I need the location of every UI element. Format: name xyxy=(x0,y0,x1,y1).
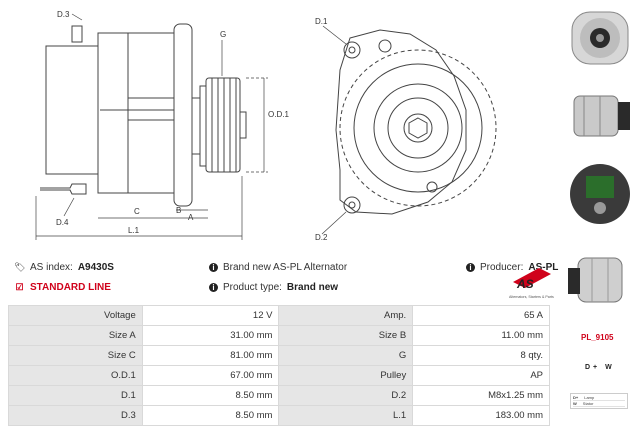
product-photo-front[interactable] xyxy=(564,8,636,68)
terminal-labels: D+ W xyxy=(585,364,615,371)
label-c: C xyxy=(134,207,140,216)
producer-label: Producer: xyxy=(480,262,524,273)
spec-value: AP xyxy=(412,365,550,386)
rear-cover xyxy=(45,45,99,175)
product-type: i Product type: Brand new xyxy=(209,282,338,293)
front-bracket xyxy=(173,23,193,207)
as-index: 🏷 AS index: A9430S xyxy=(14,262,114,273)
product-type-label: Product type: xyxy=(223,282,282,293)
label-d4: D.4 xyxy=(56,218,69,227)
label-d1: D.1 xyxy=(315,17,328,26)
pulley xyxy=(205,77,241,173)
pl-code[interactable]: PL_9105 xyxy=(581,333,614,342)
spec-value: 31.00 mm xyxy=(141,325,280,346)
spec-value: 81.00 mm xyxy=(141,345,280,366)
spec-label: D.2 xyxy=(278,385,414,406)
as-pl-logo: AS Alternators, Starters & Parts xyxy=(509,268,554,299)
label-b: B xyxy=(176,206,181,215)
technical-drawing: D.3 G D.4 C B A L.1 O.D.1 D.1 D.2 xyxy=(35,10,497,242)
as-index-value: A9430S xyxy=(77,262,114,273)
spec-value: 65 A xyxy=(412,305,550,326)
spec-value: 12 V xyxy=(141,305,280,326)
terminal-d3 xyxy=(71,25,83,43)
brand-new-info: i Brand new AS-PL Alternator xyxy=(209,262,347,273)
spec-value: 8.50 mm xyxy=(141,385,280,406)
producer: i Producer: AS-PL xyxy=(466,262,558,273)
info-icon: i xyxy=(209,263,218,272)
tag-icon: 🏷 xyxy=(14,262,26,272)
checkbox-icon: ☑ xyxy=(15,282,24,292)
spec-label: L.1 xyxy=(278,405,414,426)
spec-label: O.D.1 xyxy=(8,365,143,386)
label-g: G xyxy=(220,30,226,39)
spec-label: Size C xyxy=(8,345,143,366)
label-d2: D.2 xyxy=(315,233,328,242)
svg-text:AS: AS xyxy=(516,277,534,291)
info-icon: i xyxy=(466,263,475,272)
spec-value: 67.00 mm xyxy=(141,365,280,386)
legend-key: D+ xyxy=(573,395,579,400)
svg-text:Alternators, Starters & Parts: Alternators, Starters & Parts xyxy=(509,295,554,299)
product-photo-rear[interactable] xyxy=(564,158,636,228)
spec-label: Size A xyxy=(8,325,143,346)
legend-text: Lamp xyxy=(584,395,595,400)
spec-value: M8x1.25 mm xyxy=(412,385,550,406)
spec-label: D.1 xyxy=(8,385,143,406)
spec-label: Size B xyxy=(278,325,414,346)
label-d3: D.3 xyxy=(57,10,70,19)
spec-label: Amp. xyxy=(278,305,414,326)
legend-key: W xyxy=(573,401,577,406)
product-photo-side[interactable] xyxy=(564,88,636,144)
front-view xyxy=(335,29,497,215)
brand-new-text: Brand new AS-PL Alternator xyxy=(223,262,348,273)
spec-value: 183.00 mm xyxy=(412,405,550,426)
legend-item: W Stator xyxy=(573,401,625,407)
spec-value: 8 qty. xyxy=(412,345,550,366)
product-type-value: Brand new xyxy=(286,282,339,293)
standard-line-label: STANDARD LINE xyxy=(30,282,111,293)
label-od1: O.D.1 xyxy=(268,110,289,119)
legend-item: D+ Lamp xyxy=(573,395,625,401)
label-l1: L.1 xyxy=(128,226,140,235)
producer-value: AS-PL xyxy=(528,262,559,273)
product-photo-angle[interactable] xyxy=(564,248,636,312)
info-icon: i xyxy=(209,283,218,292)
spec-label: D.3 xyxy=(8,405,143,426)
label-a: A xyxy=(188,213,194,222)
as-index-label: AS index: xyxy=(30,262,73,273)
standard-line: ☑ STANDARD LINE xyxy=(14,282,111,293)
spec-label: Pulley xyxy=(278,365,414,386)
spec-value: 8.50 mm xyxy=(141,405,280,426)
photo-thumbnails xyxy=(560,0,640,430)
spec-value: 11.00 mm xyxy=(412,325,550,346)
legend-text: Stator xyxy=(582,401,594,406)
spec-label: Voltage xyxy=(8,305,143,326)
spec-label: G xyxy=(278,345,414,366)
stator-housing xyxy=(97,32,129,194)
